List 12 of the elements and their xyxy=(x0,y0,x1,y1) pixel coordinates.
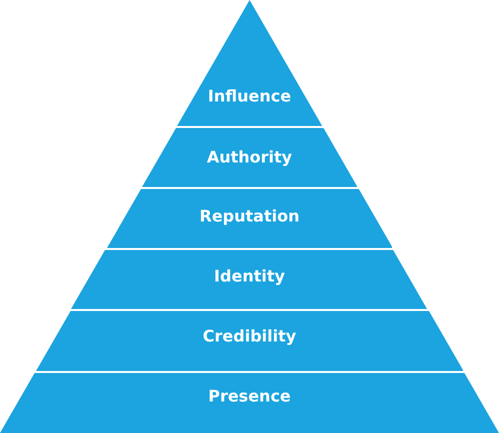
pyramid-tier xyxy=(36,311,464,371)
tier-label: Reputation xyxy=(200,206,300,226)
pyramid-tier xyxy=(176,0,322,126)
tier-label: Influence xyxy=(208,86,292,106)
pyramid-tier xyxy=(142,128,358,187)
tier-label: Presence xyxy=(208,386,291,406)
pyramid-tier xyxy=(71,250,428,309)
pyramid-tier xyxy=(106,189,392,248)
tier-label: Credibility xyxy=(202,326,296,346)
pyramid-tier xyxy=(0,373,499,433)
tier-label: Authority xyxy=(206,148,292,166)
tier-label: Identity xyxy=(214,266,285,286)
